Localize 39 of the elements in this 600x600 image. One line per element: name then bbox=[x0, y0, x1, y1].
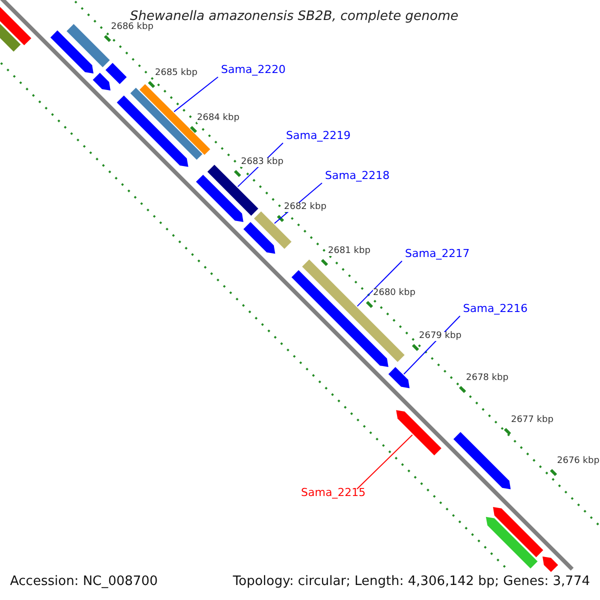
gene-block bbox=[493, 507, 544, 558]
gene-label: Sama_2216 bbox=[463, 303, 528, 314]
gene-label: Sama_2217 bbox=[405, 248, 470, 259]
gene-block bbox=[243, 222, 276, 254]
tick-label: 2683 kbp bbox=[241, 158, 284, 167]
gene-block bbox=[388, 367, 410, 388]
tick-label: 2686 kbp bbox=[111, 23, 154, 32]
gene-block bbox=[196, 174, 244, 222]
tick-label: 2678 kbp bbox=[466, 374, 508, 383]
leader-line bbox=[356, 434, 413, 490]
gene-label: Sama_2220 bbox=[221, 64, 286, 75]
tick-label: 2681 kbp bbox=[328, 247, 370, 256]
tick-label: 2680 kbp bbox=[373, 289, 416, 298]
tick-label: 2684 kbp bbox=[197, 114, 240, 123]
gene-block bbox=[396, 410, 442, 456]
tick-label: 2676 kbp bbox=[557, 457, 600, 466]
gene-block bbox=[66, 24, 110, 68]
gene-block bbox=[106, 62, 127, 84]
tick-label: 2679 kbp bbox=[419, 332, 462, 341]
leader-line bbox=[356, 260, 402, 307]
chart-title: Shewanella amazonensis SB2B, complete genome bbox=[130, 10, 458, 23]
gene-block bbox=[92, 72, 110, 90]
tick-label: 2685 kbp bbox=[155, 69, 198, 78]
leader-line bbox=[174, 76, 218, 112]
leader-line bbox=[403, 316, 460, 375]
gene-label: Sama_2219 bbox=[286, 130, 351, 141]
gene-block bbox=[486, 516, 538, 568]
gene-block bbox=[453, 432, 511, 490]
gene-block bbox=[254, 211, 292, 249]
gene-label: Sama_2215 bbox=[301, 487, 366, 498]
gene-block bbox=[542, 556, 558, 572]
tick-label: 2682 kbp bbox=[284, 203, 326, 212]
gene-block bbox=[116, 96, 188, 167]
gene-block bbox=[207, 164, 258, 216]
gene-block bbox=[50, 30, 94, 74]
gene-label: Sama_2218 bbox=[325, 170, 390, 181]
accession-text: Accession: NC_008700 bbox=[10, 575, 158, 588]
tick-label: 2677 kbp bbox=[511, 416, 554, 425]
genome-summary-text: Topology: circular; Length: 4,306,142 bp; Genes: 3,774 bbox=[232, 575, 590, 588]
